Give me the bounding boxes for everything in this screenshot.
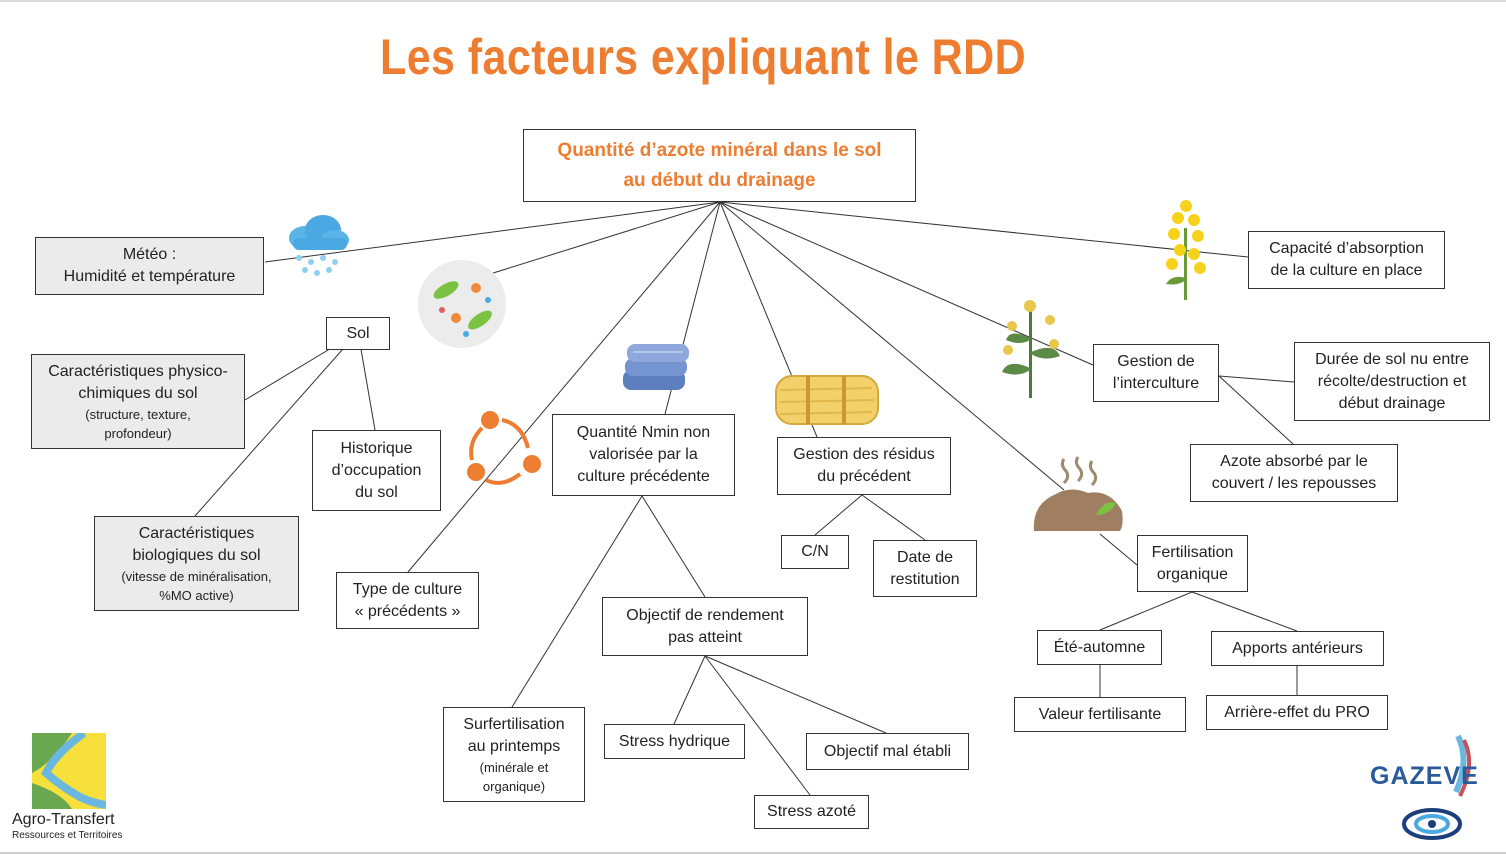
date-restitution-box: Date de restitution [873, 540, 977, 597]
historique-line2: d’occupation [331, 461, 422, 479]
apports-box: Apports antérieurs [1211, 631, 1384, 666]
biologiques-line1: Caractéristiques [138, 524, 255, 542]
fertilisation-line1: Fertilisation [1151, 543, 1234, 561]
nmin-line3: culture précédente [577, 468, 710, 485]
surfertilisation-note1: (minérale et [479, 759, 549, 775]
fertilizer-bags-icon [623, 344, 689, 390]
azote-absorbe-line1: Azote absorbé par le [1220, 453, 1368, 470]
nmin-box: Quantité Nmin non valorisée par la cultu… [552, 414, 735, 496]
historique-line1: Historique [340, 439, 413, 457]
capacite-box: Capacité d’absorption de la culture en p… [1248, 231, 1445, 289]
root-line1: Quantité d’azote minéral dans le sol [557, 139, 882, 161]
hay-bale-icon [775, 375, 879, 425]
root-box: Quantité d’azote minéral dans le sol au … [523, 129, 916, 202]
interculture-box: Gestion de l’interculture [1093, 344, 1219, 402]
meteo-line1: Météo : [122, 246, 177, 263]
historique-box: Historique d’occupation du sol [312, 430, 441, 511]
arriere-effet-box: Arrière-effet du PRO [1206, 695, 1388, 730]
apports-label: Apports antérieurs [1232, 639, 1363, 657]
cover-crop-icon [1002, 300, 1060, 398]
surfertilisation-box: Surfertilisation au printemps (minérale … [443, 707, 585, 802]
objectif-mal-box: Objectif mal établi [806, 733, 969, 770]
gazeve-logo-icon [1402, 734, 1472, 840]
arriere-effet-label: Arrière-effet du PRO [1224, 703, 1370, 721]
date-restitution-line2: restitution [890, 570, 960, 588]
rain-cloud-icon [289, 215, 349, 276]
residus-box: Gestion des résidus du précédent [777, 437, 951, 495]
agro-transfert-tagline: Ressources et Territoires [12, 830, 123, 841]
agro-transfert-logo-icon [32, 733, 106, 809]
valeur-fertilisante-box: Valeur fertilisante [1014, 697, 1186, 732]
duree-sol-nu-line1: Durée de sol nu entre [1315, 350, 1469, 368]
duree-sol-nu-box: Durée de sol nu entre récolte/destructio… [1294, 342, 1490, 421]
cn-box: C/N [781, 535, 849, 569]
residus-line2: du précédent [817, 468, 911, 485]
stress-hydrique-box: Stress hydrique [604, 724, 745, 759]
agro-transfert-name: Agro-Transfert [12, 811, 115, 828]
root-line2: au début du drainage [623, 169, 816, 191]
surfertilisation-note2: organique) [482, 778, 546, 794]
biologiques-box: Caractéristiques biologiques du sol (vit… [94, 516, 299, 611]
biologiques-line2: biologiques du sol [132, 546, 261, 564]
physico-note2: profondeur) [104, 425, 172, 441]
residus-line1: Gestion des résidus [793, 446, 935, 463]
stress-azote-label: Stress azoté [767, 803, 856, 820]
sol-label: Sol [346, 324, 370, 342]
objectif-rendement-line1: Objectif de rendement [626, 606, 784, 624]
objectif-rendement-box: Objectif de rendement pas atteint [602, 597, 808, 656]
physico-box: Caractéristiques physico- chimiques du s… [31, 354, 245, 449]
physico-line2: chimiques du sol [78, 384, 198, 402]
type-culture-line1: Type de culture [352, 580, 463, 598]
type-culture-box: Type de culture « précédents » [336, 572, 479, 629]
ete-automne-box: Été-automne [1037, 630, 1162, 665]
type-culture-line2: « précédents » [354, 602, 461, 620]
surfertilisation-line1: Surfertilisation [463, 715, 565, 733]
capacite-line2: de la culture en place [1270, 262, 1423, 279]
physico-note1: (structure, texture, [85, 406, 191, 422]
nmin-line2: valorisée par la [589, 446, 698, 463]
azote-absorbe-line2: couvert / les repousses [1211, 475, 1377, 492]
historique-line3: du sol [355, 483, 398, 501]
page-title: Les facteurs expliquant le RDD [380, 29, 1027, 85]
duree-sol-nu-line3: début drainage [1338, 394, 1446, 412]
microbes-icon [418, 260, 506, 348]
cycle-arrows-icon [467, 411, 541, 485]
flowering-plant-icon [1166, 200, 1206, 300]
biologiques-note2: %MO active) [159, 587, 234, 603]
biologiques-note1: (vitesse de minéralisation, [121, 568, 272, 584]
cn-label: C/N [801, 543, 829, 560]
azote-absorbe-box: Azote absorbé par le couvert / les repou… [1190, 444, 1398, 502]
sol-box: Sol [326, 317, 390, 350]
nmin-line1: Quantité Nmin non [576, 424, 711, 441]
ete-automne-label: Été-automne [1053, 638, 1146, 656]
interculture-line2: l’interculture [1112, 375, 1200, 392]
physico-line1: Caractéristiques physico- [48, 362, 228, 380]
meteo-line2: Humidité et température [63, 268, 236, 285]
stress-hydrique-label: Stress hydrique [618, 732, 731, 750]
meteo-box: Météo : Humidité et température [35, 237, 264, 295]
date-restitution-line1: Date de [896, 548, 954, 566]
interculture-line1: Gestion de [1117, 353, 1195, 370]
objectif-mal-label: Objectif mal établi [823, 742, 952, 760]
objectif-rendement-line2: pas atteint [668, 628, 742, 646]
valeur-fertilisante-label: Valeur fertilisante [1038, 705, 1162, 723]
surfertilisation-line2: au printemps [467, 737, 561, 755]
duree-sol-nu-line2: récolte/destruction et [1317, 372, 1467, 390]
compost-icon [1033, 456, 1123, 531]
fertilisation-box: Fertilisation organique [1137, 535, 1248, 592]
fertilisation-line2: organique [1156, 565, 1229, 583]
capacite-line1: Capacité d’absorption [1269, 240, 1424, 257]
stress-azote-box: Stress azoté [754, 795, 869, 829]
gazeve-logo-text: GAZEVE [1370, 762, 1479, 790]
